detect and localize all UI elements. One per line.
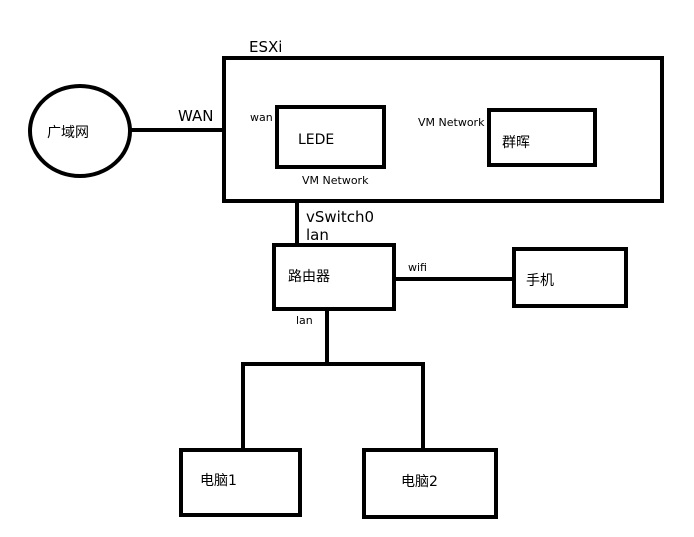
- router-node: [272, 243, 396, 311]
- esxi-label: ESXi: [249, 38, 282, 56]
- wan-label-upper: WAN: [178, 107, 214, 125]
- lan-label-lower: lan: [296, 314, 313, 327]
- pc1-label: 电脑1: [200, 473, 237, 489]
- pc2-node: [362, 448, 498, 519]
- internet-node: [28, 84, 132, 178]
- internet-label: 广域网: [47, 125, 89, 141]
- pc2-label: 电脑2: [401, 474, 438, 490]
- lede-node: [275, 105, 386, 169]
- synology-node: [487, 108, 597, 167]
- vm-network-label-right: VM Network: [418, 116, 485, 129]
- router-label: 路由器: [288, 269, 330, 285]
- phone-node: [512, 247, 628, 308]
- pc1-node: [179, 448, 302, 517]
- phone-label: 手机: [526, 273, 554, 289]
- wan-label-lower: wan: [250, 111, 273, 124]
- lede-label: LEDE: [298, 132, 334, 148]
- synology-label: 群晖: [502, 135, 530, 151]
- vswitch-label: vSwitch0: [306, 208, 374, 226]
- lan-label-upper: lan: [306, 226, 329, 244]
- vm-network-label-down: VM Network: [302, 174, 369, 187]
- wifi-label: wifi: [408, 261, 427, 274]
